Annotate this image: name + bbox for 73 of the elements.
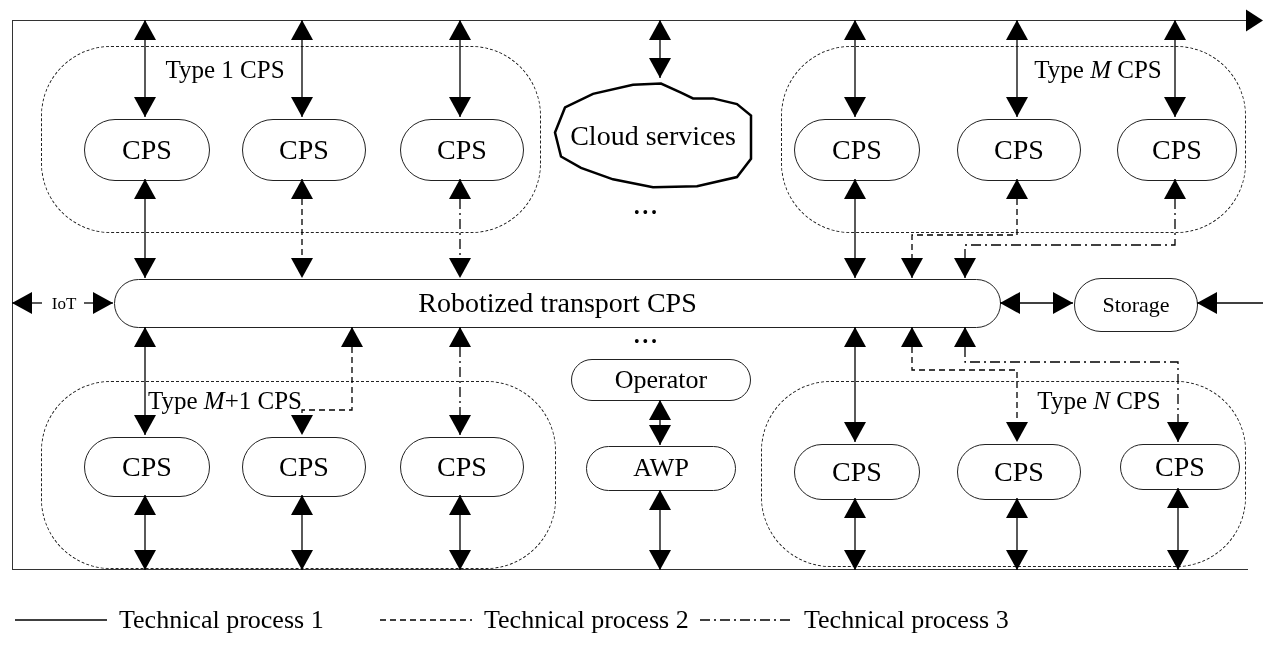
arrow <box>954 326 1189 443</box>
group-region <box>41 381 556 569</box>
group-region <box>781 46 1246 233</box>
process-node <box>586 446 736 491</box>
node-text: CPS <box>279 134 329 166</box>
process-node <box>84 437 210 497</box>
node-text: CPS <box>994 134 1044 166</box>
arrow <box>1006 19 1028 118</box>
node-text: CPS <box>122 134 172 166</box>
arrow <box>291 326 363 436</box>
arrow <box>134 19 156 118</box>
node-text: IoT <box>51 294 77 314</box>
arrow <box>1006 497 1028 571</box>
arrow <box>11 292 43 314</box>
arrow <box>844 178 866 279</box>
arrow <box>954 178 1186 279</box>
arrow <box>649 489 671 571</box>
arrow <box>1196 292 1263 314</box>
arrow <box>844 19 866 118</box>
node-text: CPS <box>832 134 882 166</box>
ellipsis-text: ••• <box>634 205 660 221</box>
process-node <box>794 444 920 500</box>
legend-text: Technical process 1 <box>119 605 324 635</box>
node-text: CPS <box>1155 451 1205 483</box>
arrow <box>649 399 671 446</box>
arrow <box>844 326 866 443</box>
process-node <box>957 444 1081 500</box>
arrow <box>134 494 156 571</box>
arrow <box>999 292 1074 314</box>
node-text: CPS <box>832 456 882 488</box>
ellipsis-text: ••• <box>634 334 660 350</box>
arrow <box>449 178 471 279</box>
group-title: Type M CPS <box>1034 57 1162 82</box>
arrow <box>291 494 313 571</box>
legend-text: Technical process 3 <box>804 605 1009 635</box>
arrow <box>291 178 313 279</box>
group-title: Type M+1 CPS <box>148 388 302 413</box>
arrow <box>134 326 156 436</box>
arrow <box>449 326 471 436</box>
node-text: AWP <box>633 454 689 483</box>
node-text: CPS <box>279 451 329 483</box>
process-node <box>242 437 366 497</box>
legend-text: Technical process 2 <box>484 605 689 635</box>
arrow <box>901 326 1028 443</box>
node-text: CPS <box>437 451 487 483</box>
process-node <box>1120 444 1240 490</box>
node-text: Operator <box>614 365 708 395</box>
arrow <box>449 494 471 571</box>
node-text: CPS <box>437 134 487 166</box>
process-node <box>400 437 524 497</box>
arrow <box>291 19 313 118</box>
arrow <box>649 19 671 79</box>
arrow <box>83 292 114 314</box>
node-text: Cloud services <box>570 120 736 152</box>
group-region <box>761 381 1246 567</box>
frame-border <box>12 20 1248 570</box>
process-node <box>1074 278 1198 332</box>
node-text: Storage <box>1102 292 1170 318</box>
group-region <box>41 46 541 233</box>
arrow <box>1164 19 1186 118</box>
group-title: Type N CPS <box>1037 388 1161 413</box>
group-title: Type 1 CPS <box>165 57 285 82</box>
process-node <box>114 279 1001 328</box>
node-text: CPS <box>994 456 1044 488</box>
arrow <box>901 178 1028 279</box>
arrow <box>134 178 156 279</box>
arrow <box>1167 487 1189 571</box>
node-text: CPS <box>122 451 172 483</box>
arrow <box>844 497 866 571</box>
process-node <box>571 359 751 401</box>
node-text: CPS <box>1152 134 1202 166</box>
arrow <box>449 19 471 118</box>
node-text: Robotized transport CPS <box>418 288 697 319</box>
